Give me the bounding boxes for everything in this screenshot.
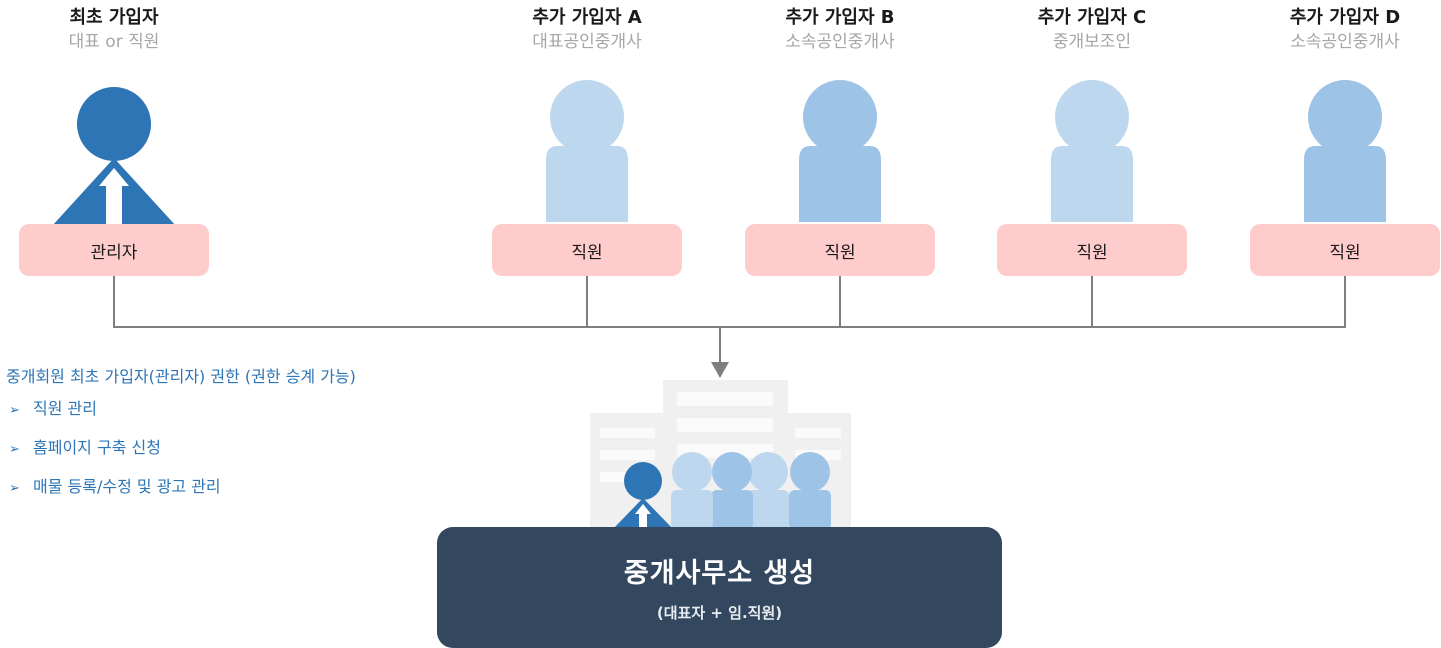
office-subtitle: (대표자 + 임.직원)	[656, 604, 783, 622]
info-item: ➢ 홈페이지 구축 신청	[6, 435, 356, 463]
office-group-people-icon	[612, 452, 831, 530]
person-subtitle: 대표공인중개사	[532, 32, 642, 52]
person-title: 최초 가입자	[69, 7, 159, 28]
admin-person-icon	[52, 87, 176, 226]
role-box-admin: 관리자	[19, 224, 209, 276]
person-subtitle: 중개보조인	[1052, 32, 1132, 52]
person-title: 추가 가입자 C	[1037, 7, 1147, 28]
arrow-bullet-icon: ➢	[9, 481, 20, 496]
office-title: 중개사무소 생성	[623, 558, 816, 589]
role-box-staff-a: 직원	[492, 224, 682, 276]
role-box-staff-d: 직원	[1250, 224, 1440, 276]
info-item: ➢ 직원 관리	[6, 396, 356, 424]
person-title: 추가 가입자 B	[785, 7, 895, 28]
info-title: 중개회원 최초 가입자(관리자) 권한 (권한 승계 가능)	[6, 367, 356, 386]
person-title: 추가 가입자 A	[532, 7, 642, 28]
person-header-b: 추가 가입자 B 소속공인중개사	[730, 6, 950, 54]
staff-person-icon-a	[546, 80, 628, 222]
arrow-bullet-icon: ➢	[9, 442, 20, 457]
person-subtitle: 소속공인중개사	[1290, 32, 1400, 52]
admin-permissions-info: 중개회원 최초 가입자(관리자) 권한 (권한 승계 가능) ➢ 직원 관리 ➢ 홈…	[6, 364, 356, 513]
arrow-down-icon	[711, 362, 729, 378]
connector-lines	[113, 276, 1346, 362]
role-box-staff-b: 직원	[745, 224, 935, 276]
staff-person-icon-d	[1304, 80, 1386, 222]
info-item: ➢ 매물 등록/수정 및 광고 관리	[6, 474, 356, 502]
person-header-c: 추가 가입자 C 중개보조인	[982, 6, 1202, 54]
person-title: 추가 가입자 D	[1289, 7, 1401, 28]
role-box-staff-c: 직원	[997, 224, 1187, 276]
staff-person-icon-c	[1051, 80, 1133, 222]
person-subtitle: 소속공인중개사	[785, 32, 895, 52]
info-item-text: 직원 관리	[33, 399, 97, 418]
info-item-text: 매물 등록/수정 및 광고 관리	[33, 477, 221, 496]
person-header-d: 추가 가입자 D 소속공인중개사	[1235, 6, 1441, 54]
staff-person-icon-b	[799, 80, 881, 222]
person-header-a: 추가 가입자 A 대표공인중개사	[477, 6, 697, 54]
info-item-text: 홈페이지 구축 신청	[33, 438, 161, 457]
office-creation-box: 중개사무소 생성 (대표자 + 임.직원)	[437, 527, 1002, 648]
person-subtitle: 대표 or 직원	[68, 32, 160, 52]
arrow-bullet-icon: ➢	[9, 403, 20, 418]
person-header-founder: 최초 가입자 대표 or 직원	[4, 6, 224, 54]
